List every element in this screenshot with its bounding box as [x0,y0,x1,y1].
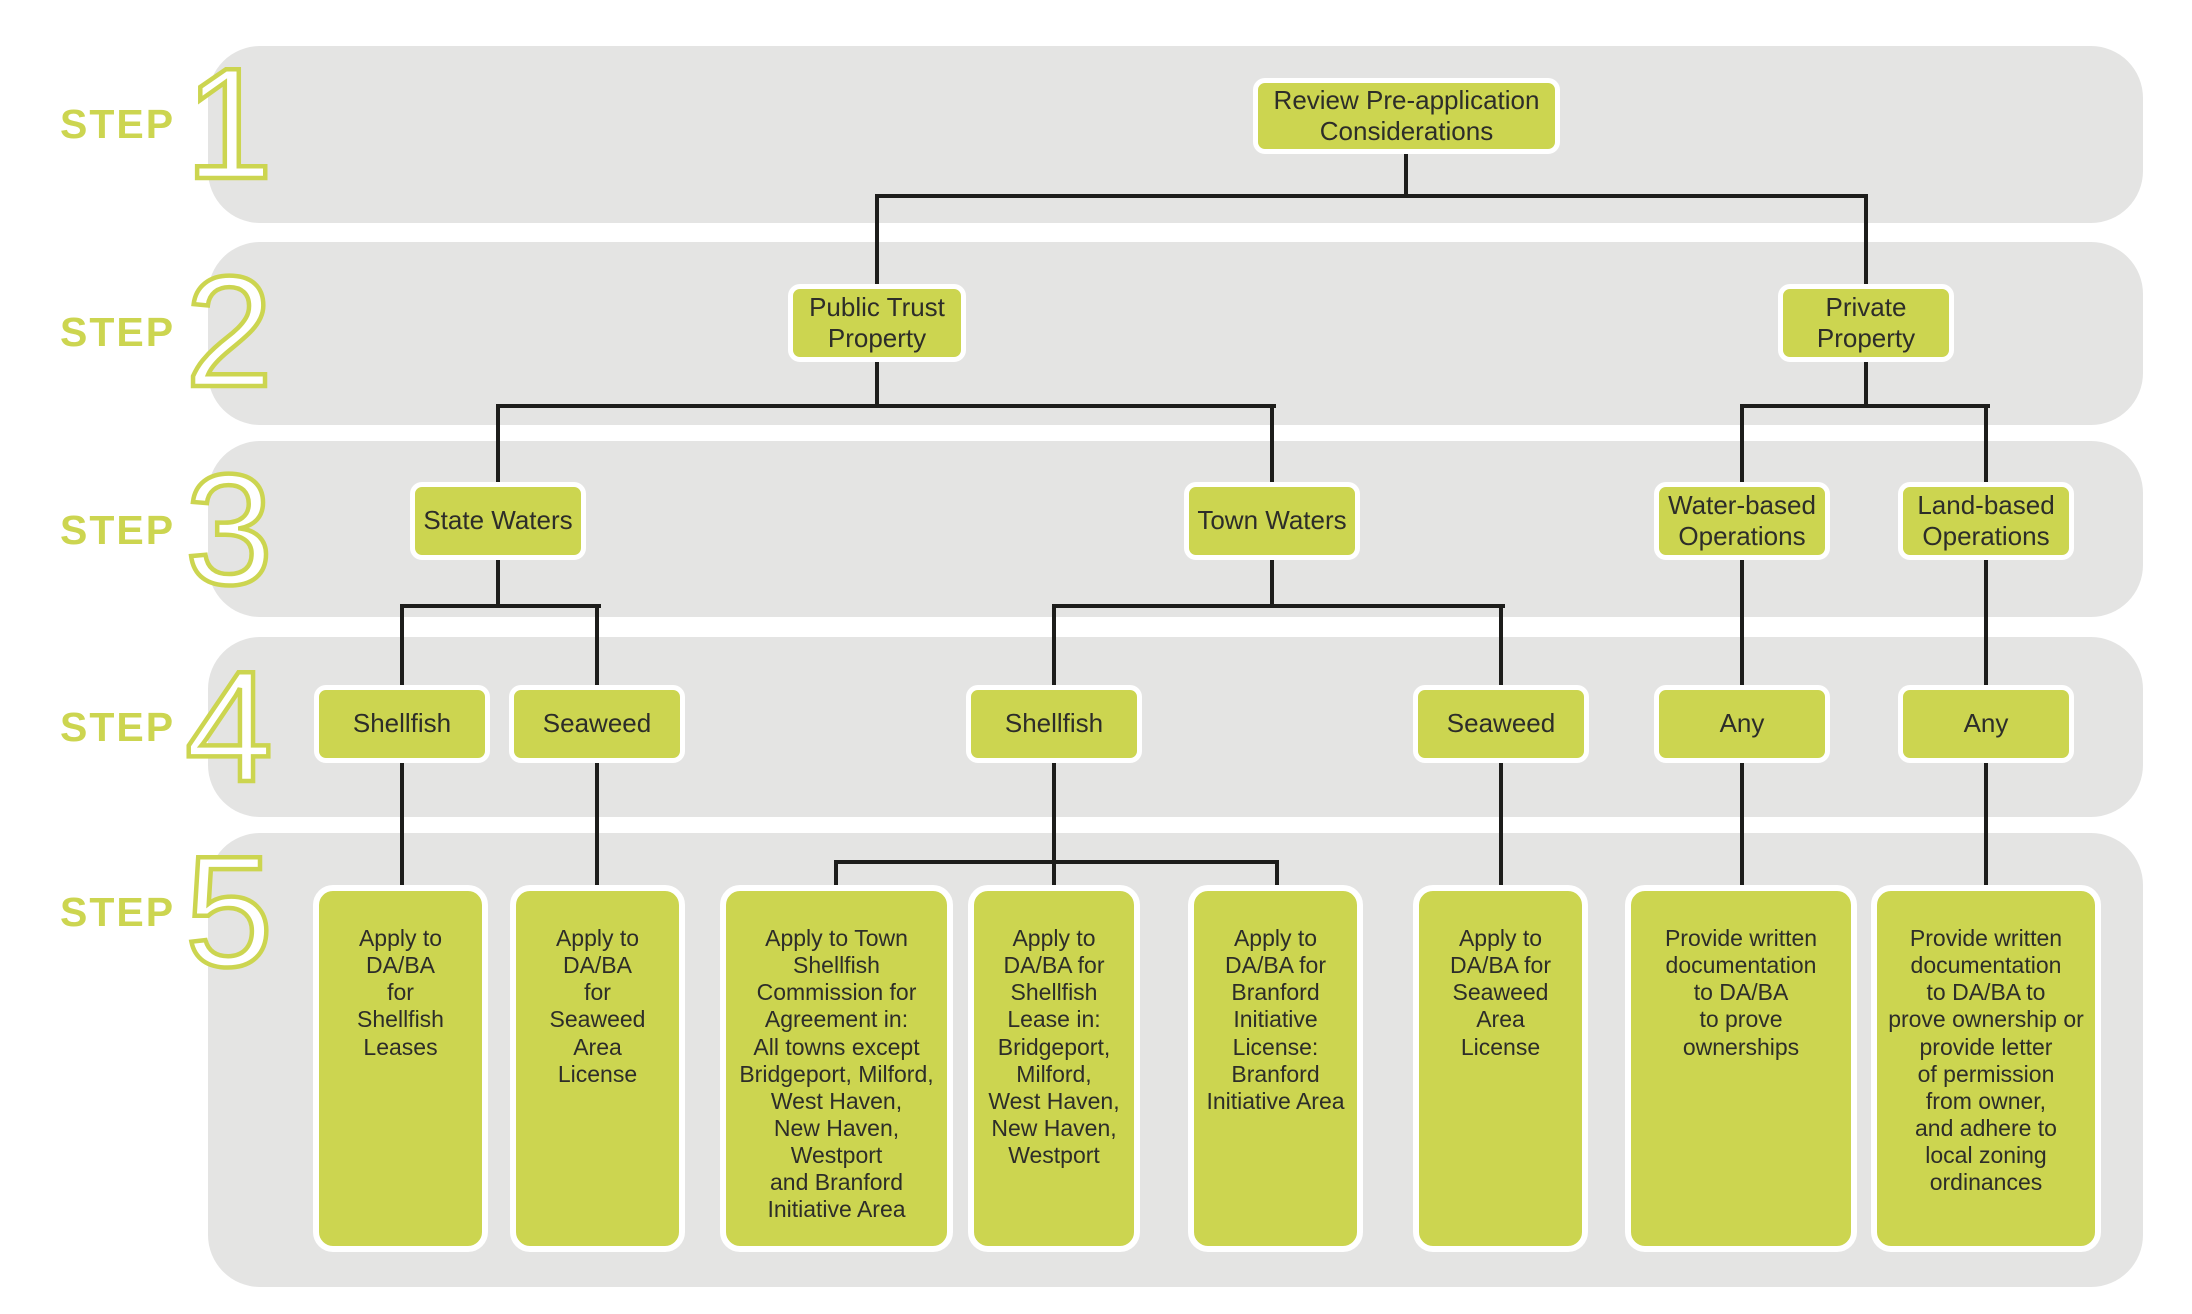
node-provide-documentation-prove-ownerships: Provide written documentation to DA/BA t… [1625,885,1857,1252]
connector-line [496,404,500,486]
node-label: Provide written documentation to DA/BA t… [1664,925,1818,1060]
node-shellfish-town: Shellfish [966,685,1142,763]
node-label: Land-based Operations [1917,489,2055,551]
node-label: Apply to DA/BA for Shellfish Leases [357,925,444,1060]
node-any-water-based: Any [1654,685,1830,763]
node-apply-daba-shellfish-leases: Apply to DA/BA for Shellfish Leases [313,885,488,1252]
connector-line [1984,404,1988,486]
step-1-band [208,46,2143,223]
node-any-land-based: Any [1898,685,2074,763]
connector-line [400,604,601,608]
node-label: Provide written documentation to DA/BA t… [1888,925,2084,1196]
node-apply-daba-seaweed-area-license-town: Apply to DA/BA for Seaweed Area License [1413,885,1588,1252]
step-2-label: STEP 2 [60,244,275,420]
connector-line [400,761,404,889]
node-label: Town Waters [1197,505,1347,536]
node-seaweed-state: Seaweed [509,685,685,763]
node-label: Public Trust Property [809,291,945,353]
step-4-number: 4 [183,639,275,815]
node-label: Shellfish [352,708,452,739]
node-label: State Waters [423,505,573,536]
node-water-based-operations: Water-based Operations [1654,482,1830,560]
step-4-word: STEP [60,703,176,750]
node-label: Any [1719,708,1765,739]
node-label: Shellfish [1004,708,1104,739]
node-apply-daba-branford-initiative-license: Apply to DA/BA for Branford Initiative L… [1188,885,1363,1252]
node-public-trust-property: Public Trust Property [788,284,966,362]
node-label: Apply to Town Shellfish Commission for A… [739,925,934,1223]
node-review-preapplication: Review Pre-application Considerations [1253,78,1560,154]
connector-line [1740,761,1744,889]
node-label: Apply to DA/BA for Shellfish Lease in: B… [988,925,1120,1168]
node-label: Any [1963,708,2009,739]
node-label: Water-based Operations [1668,489,1816,551]
connector-line [1984,761,1988,889]
step-3-number: 3 [183,442,275,618]
connector-line [496,558,500,608]
connector-line [1740,558,1744,689]
connector-line [1404,153,1408,198]
step-2-number: 2 [183,244,275,420]
node-seaweed-town: Seaweed [1413,685,1589,763]
step-5-label: STEP 5 [60,824,275,1000]
node-apply-town-shellfish-commission: Apply to Town Shellfish Commission for A… [720,885,953,1252]
connector-line [1864,360,1868,408]
node-label: Private Property [1816,291,1916,353]
node-town-waters: Town Waters [1184,482,1360,560]
connector-line [834,860,838,889]
step-3-word: STEP [60,506,176,553]
step-3-label: STEP 3 [60,442,275,618]
connector-line [1275,860,1279,889]
connector-line [1270,558,1274,608]
node-label: Apply to DA/BA for Seaweed Area License [549,925,646,1087]
connector-line [1052,604,1056,689]
connector-line [875,194,879,286]
connector-line [834,860,1279,864]
connector-line [1052,860,1056,889]
connector-line [595,604,599,689]
connector-line [1984,558,1988,689]
connector-line [400,604,404,689]
node-label: Seaweed [542,708,652,739]
step-5-number: 5 [183,824,275,1000]
connector-line [1740,404,1990,408]
step-4-label: STEP 4 [60,639,275,815]
connector-line [1499,604,1503,689]
step-1-number: 1 [183,36,275,212]
connector-line [875,194,1868,198]
node-private-property: Private Property [1778,284,1954,362]
connector-line [1270,404,1274,486]
step-5-word: STEP [60,888,176,935]
node-apply-daba-shellfish-lease-towns: Apply to DA/BA for Shellfish Lease in: B… [968,885,1140,1252]
connector-line [595,761,599,889]
node-label: Apply to DA/BA for Branford Initiative L… [1206,925,1345,1114]
node-land-based-operations: Land-based Operations [1898,482,2074,560]
step-4-band [208,637,2143,817]
step-1-label: STEP 1 [60,36,275,212]
node-shellfish-state: Shellfish [314,685,490,763]
connector-line [875,360,879,408]
connector-line [1052,604,1505,608]
step-1-word: STEP [60,100,176,147]
connector-line [496,404,1276,408]
node-apply-daba-seaweed-area-license-state: Apply to DA/BA for Seaweed Area License [510,885,685,1252]
node-label: Review Pre-application Considerations [1273,84,1540,146]
node-label: Apply to DA/BA for Seaweed Area License [1450,925,1551,1060]
step-2-word: STEP [60,308,176,355]
connector-line [1052,761,1056,864]
connector-line [1499,761,1503,889]
node-state-waters: State Waters [410,482,586,560]
connector-line [1864,194,1868,286]
node-provide-documentation-ownership-or-permission: Provide written documentation to DA/BA t… [1871,885,2101,1252]
connector-line [1740,404,1744,486]
node-label: Seaweed [1446,708,1556,739]
